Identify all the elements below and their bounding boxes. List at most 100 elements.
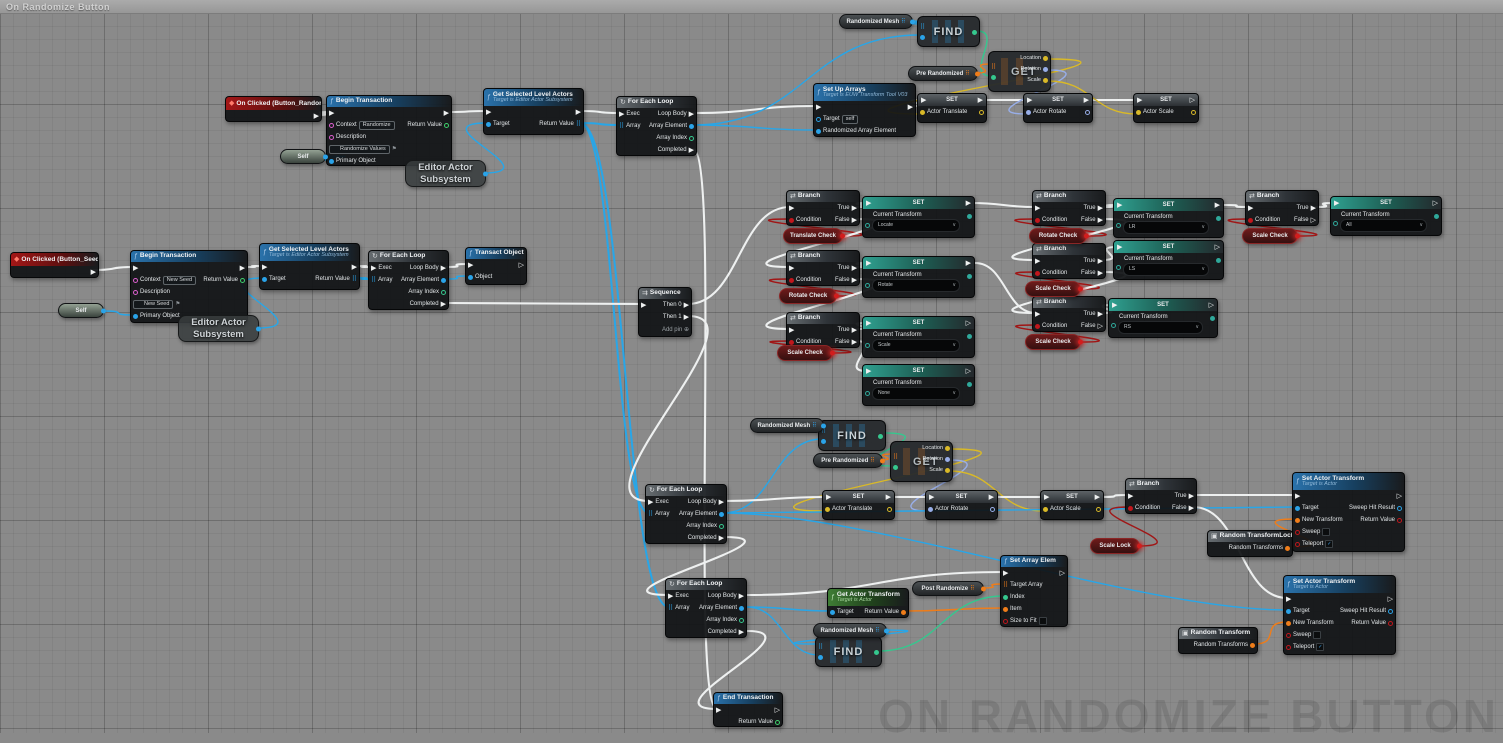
exec-pin[interactable]: ▶ — [1112, 301, 1118, 309]
data-pin[interactable] — [1085, 109, 1090, 115]
data-pin[interactable] — [1397, 517, 1402, 523]
self-capsule-2[interactable]: Self — [58, 303, 106, 318]
data-pin[interactable] — [990, 506, 995, 512]
exec-pin[interactable]: ▶ — [851, 338, 857, 346]
data-pin[interactable] — [1286, 632, 1291, 638]
exec-pin[interactable]: ▶ — [1117, 243, 1123, 251]
data-pin[interactable] — [775, 719, 780, 725]
pre-randomized-capsule-1[interactable]: Pre Randomized⠿ — [908, 66, 980, 81]
exec-pin-hollow[interactable]: ▷ — [1432, 199, 1438, 207]
exec-pin[interactable]: ▶ — [1286, 595, 1292, 603]
exec-pin-hollow[interactable]: ▷ — [1396, 492, 1402, 500]
exec-pin[interactable]: ▶ — [440, 300, 446, 308]
data-pin[interactable] — [1388, 608, 1393, 614]
exec-pin[interactable]: ▶ — [851, 204, 857, 212]
exec-pin[interactable]: ▶ — [851, 216, 857, 224]
data-pin[interactable] — [1043, 66, 1048, 72]
exec-pin[interactable]: ▶ — [1188, 492, 1194, 500]
data-pin[interactable] — [1003, 618, 1008, 624]
exec-pin[interactable]: ▶ — [1214, 201, 1220, 209]
array-pin[interactable]: ⠿ — [575, 120, 581, 128]
output-pin[interactable] — [1078, 286, 1083, 292]
exec-pin[interactable]: ▶ — [443, 109, 449, 117]
self-capsule-1[interactable]: Self — [280, 149, 328, 164]
data-pin[interactable] — [1191, 109, 1196, 115]
enum-pin-in[interactable] — [1116, 223, 1121, 228]
checkbox[interactable] — [1038, 617, 1047, 625]
exec-pin[interactable]: ▶ — [977, 96, 983, 104]
set-actor-rotate-2[interactable]: ▶SET▶Actor Rotate — [925, 490, 998, 520]
index-pin[interactable] — [874, 649, 879, 655]
data-pin[interactable] — [789, 339, 794, 345]
data-pin[interactable] — [719, 511, 724, 517]
exec-pin[interactable]: ▶ — [907, 103, 913, 111]
data-pin[interactable] — [1295, 517, 1300, 523]
data-pin[interactable] — [444, 122, 449, 128]
exec-pin[interactable]: ▶ — [1094, 493, 1100, 501]
set-actor-translate-1[interactable]: ▶SET▶Actor Translate — [917, 93, 987, 123]
enum-pin-out[interactable] — [1216, 258, 1221, 263]
set-actor-rotate-1[interactable]: ▶SET▶Actor Rotate — [1023, 93, 1093, 123]
index-pin[interactable] — [991, 74, 996, 80]
exec-pin[interactable]: ▶ — [1097, 204, 1103, 212]
data-pin[interactable] — [945, 467, 950, 473]
scale-check-capsule-1[interactable]: Scale Check — [777, 345, 835, 361]
find-node-1[interactable]: ⠿FIND — [917, 16, 980, 47]
set-actor-scale-1[interactable]: ▶SET▷Actor Scale — [1133, 93, 1199, 123]
exec-pin[interactable]: ▶ — [789, 326, 795, 334]
pre-randomized-capsule-2[interactable]: Pre Randomized⠿ — [813, 453, 885, 468]
exec-pin[interactable]: ▶ — [866, 319, 872, 327]
data-pin[interactable] — [1250, 642, 1255, 648]
data-pin[interactable] — [262, 276, 267, 282]
exec-pin[interactable]: ▶ — [313, 112, 319, 120]
exec-pin-hollow[interactable]: ▷ — [1310, 216, 1316, 224]
exec-pin-hollow[interactable]: ▷ — [1059, 569, 1065, 577]
exec-pin[interactable]: ▶ — [371, 264, 377, 272]
data-pin[interactable] — [789, 277, 794, 283]
data-pin[interactable] — [739, 617, 744, 623]
data-pin[interactable] — [441, 277, 446, 283]
output-pin[interactable] — [834, 293, 839, 299]
data-pin[interactable] — [1136, 109, 1141, 115]
exec-pin[interactable]: ▶ — [851, 326, 857, 334]
enum-pin-in[interactable] — [1111, 323, 1116, 328]
exec-pin[interactable]: ▶ — [262, 263, 268, 271]
translate-check-capsule[interactable]: Translate Check — [783, 228, 845, 244]
output-pin[interactable] — [1078, 339, 1083, 345]
data-pin[interactable] — [928, 506, 933, 512]
exec-pin[interactable]: ▶ — [718, 498, 724, 506]
enum-pin-out[interactable] — [1434, 214, 1439, 219]
exec-pin[interactable]: ▶ — [575, 108, 581, 116]
enum-dropdown[interactable]: LS∨ — [1123, 263, 1209, 276]
exec-pin[interactable]: ▶ — [133, 264, 139, 272]
exec-pin[interactable]: ▶ — [851, 276, 857, 284]
array-pin[interactable]: ⠿ — [818, 643, 824, 651]
exec-pin[interactable]: ▶ — [826, 493, 832, 501]
exec-pin[interactable]: ▶ — [1035, 204, 1041, 212]
data-pin[interactable] — [133, 277, 138, 283]
enum-dropdown[interactable]: RS∨ — [1118, 321, 1203, 334]
search-item-pin[interactable] — [818, 654, 823, 660]
exec-pin[interactable]: ▶ — [1044, 493, 1050, 501]
data-pin[interactable] — [1295, 541, 1300, 547]
array-pin[interactable]: ⠿ — [351, 275, 357, 283]
enum-pin-in[interactable] — [865, 283, 870, 288]
exec-pin[interactable]: ▶ — [965, 199, 971, 207]
data-pin[interactable] — [945, 445, 950, 451]
